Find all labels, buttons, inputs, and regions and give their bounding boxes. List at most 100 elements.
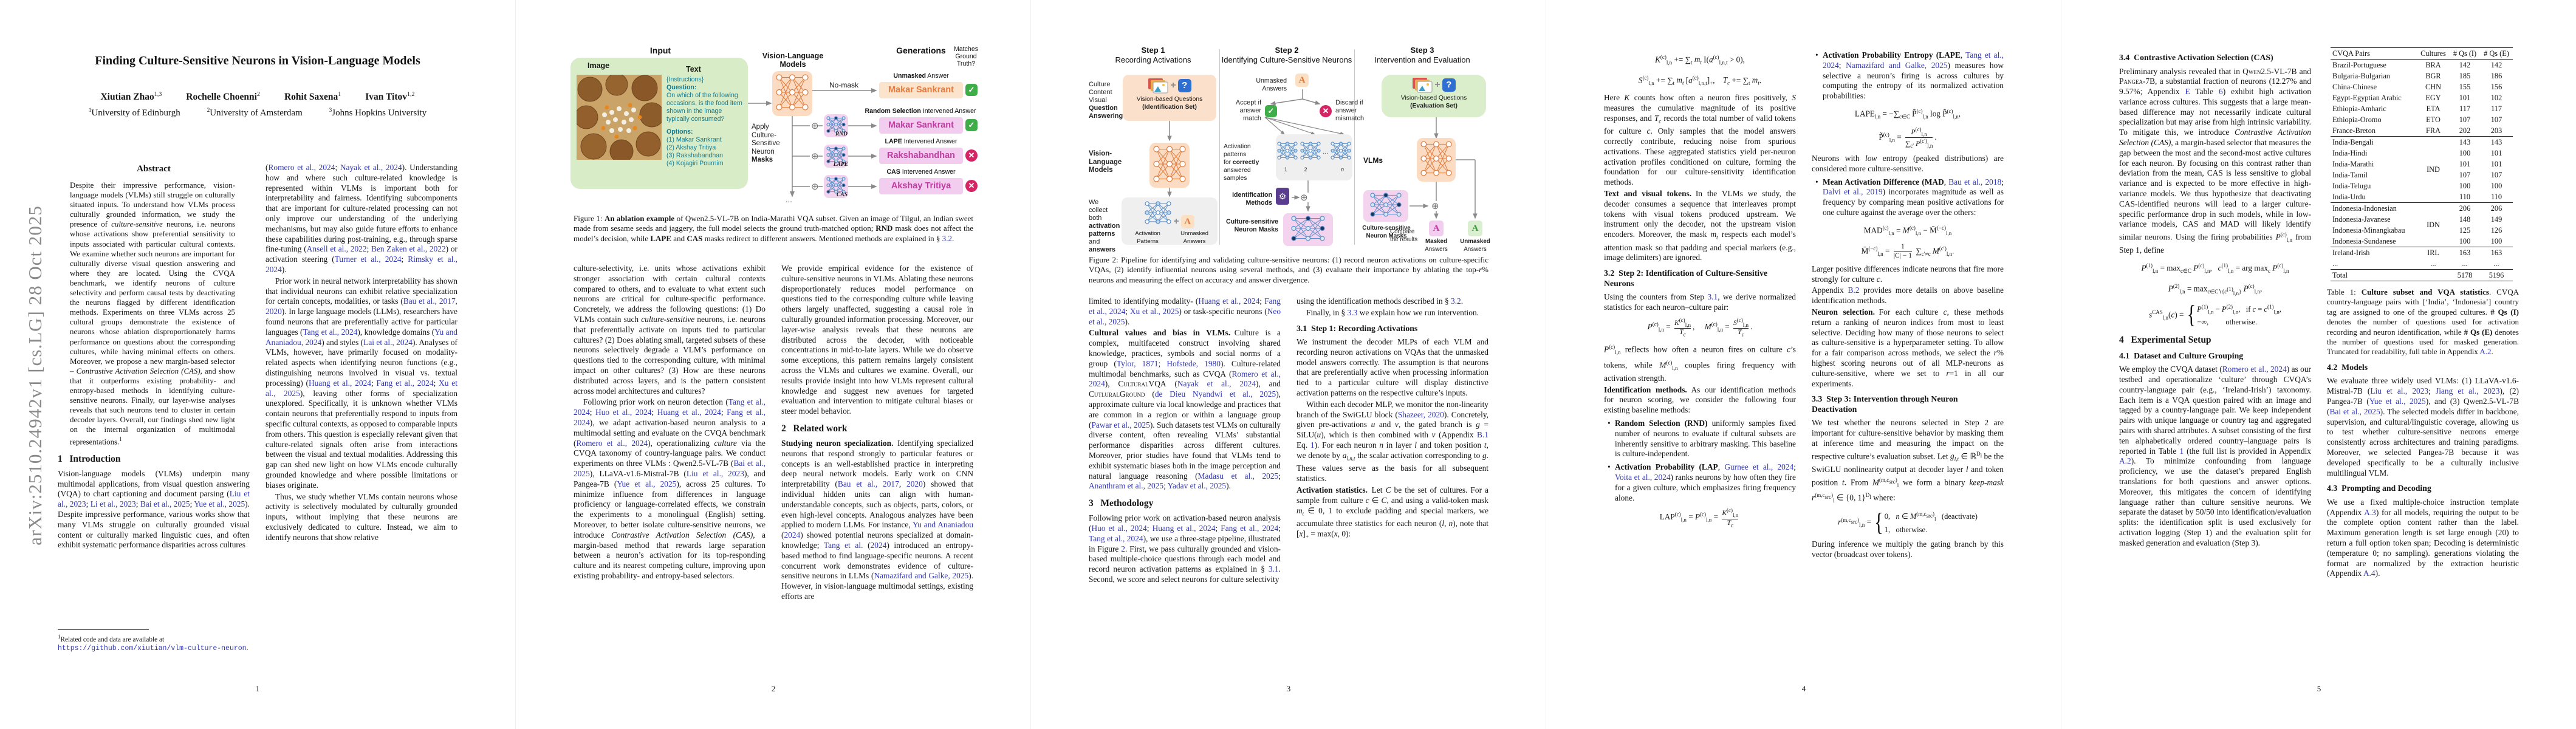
fig2-identification-set-box: +? Vision-based Questions(Identification… — [1123, 75, 1216, 121]
fig2-divider-1 — [1219, 49, 1220, 245]
network-icon — [1153, 145, 1186, 182]
fig2-evaluation-set-box: +? Vision-based Questions(Evaluation Set… — [1382, 75, 1486, 117]
fig1-option: (4) Kojagiri Pournim — [666, 160, 724, 167]
equation: P(2)l,n = maxc∈C∖{c(1)l,n} P(c)l,n, — [2168, 283, 2263, 296]
page-number-1: 1 — [255, 684, 260, 693]
fig1-cas-answer: Akshay Tritiya — [879, 178, 963, 194]
page-5: 3.4 Contrastive Activation Selection (CA… — [2061, 0, 2576, 729]
text-block: Neurons with low entropy (peaked distrib… — [1812, 153, 2004, 173]
equation: sCASl,n(c) = {P(1)l,n − P(2)l,n, if c = … — [2149, 301, 2281, 329]
fig2-vlms-network-icon — [1417, 138, 1456, 182]
fig1-rnd-tag: RND — [835, 131, 848, 137]
affiliation: 2University of Amsterdam — [207, 107, 303, 118]
author: Xiutian Zhao1,3 — [100, 91, 162, 103]
page3-left-column: limited to identifying modality- (Huang … — [1089, 296, 1281, 683]
text-block: Neuron selection. For each culture c, th… — [1812, 307, 2004, 388]
check-icon: ✓ — [1265, 105, 1277, 117]
author: Rohit Saxena1 — [284, 91, 341, 103]
equation: M̄(−c)l,n = 1|C| − 1 ∑c′≠c M(c′)l,n. — [1861, 243, 1954, 259]
fig1-options: (1) Makar Sankrant(2) Akshay Tritiya(3) … — [666, 136, 745, 168]
fig1-input-box: Image Text — [570, 58, 748, 189]
section-heading: 1 Introduction — [58, 453, 121, 464]
section-heading: 3.1 Step 1: Recording Activations — [1297, 323, 1418, 333]
table-header: CVQA Pairs — [2332, 49, 2370, 58]
text-block: During inference we multiply the gating … — [1812, 539, 2004, 560]
text-block: Here K counts how often a neuron fires p… — [1604, 93, 1796, 187]
text-block: Preliminary analysis revealed that in Qw… — [2119, 66, 2311, 255]
fig1-cas-mask-icon: CAS — [824, 175, 848, 198]
fig1-rnd-answer-label: Random Selection Intervened Answer — [865, 108, 976, 115]
fig1-ellipsis: ... — [786, 195, 792, 204]
figure1-caption: Figure 1: An ablation example of Qwen2.5… — [574, 214, 973, 243]
equation: MAD(c)l,n = M(c)l,n − M̄(−c)l,n — [1863, 224, 1952, 236]
page-number-3: 3 — [1286, 684, 1291, 693]
text-block: Within each decoder MLP, we monitor the … — [1297, 399, 1488, 484]
page-4: K(c)l,n += ∑t mt I(a(c)l,n,t > 0),S(c)l,… — [1546, 0, 2061, 729]
text-block: culture-selectivity, i.e. units whose ac… — [574, 264, 766, 395]
page1-left-column: Abstract Despite their impressive perfor… — [58, 163, 250, 680]
affiliation: 1University of Edinburgh — [88, 107, 180, 118]
page2-right-column: We provide empirical evidence for the ex… — [781, 264, 973, 683]
fig1-nomask-label: No-mask — [829, 81, 859, 89]
table-row: ............ — [2331, 258, 2513, 270]
network-icon — [1145, 201, 1171, 224]
section-heading: 3 Methodology — [1089, 498, 1154, 509]
affiliation: 3Johns Hopkins University — [329, 107, 427, 118]
text-block: Prior work in neural network interpretab… — [265, 276, 457, 490]
fig1-image-label: Image — [587, 61, 610, 70]
section-heading: 2 Related work — [781, 423, 848, 434]
footnote-text[interactable]: 1Related code and data are available at … — [58, 634, 248, 653]
section-heading: 3.4 Contrastive Activation Selection (CA… — [2119, 53, 2273, 62]
text-block: Table 1: Culture subset and VQA statisti… — [2327, 287, 2519, 357]
fig1-vlm-label: Vision-Language Models — [762, 52, 824, 69]
footnote-rule — [58, 629, 149, 630]
fig1-generations-label: Generations — [896, 46, 946, 55]
fig1-cas-tag: CAS — [837, 192, 848, 198]
text-block: Following prior work on activation-based… — [1089, 513, 1281, 584]
cross-icon: ✕ — [1320, 105, 1332, 117]
page2-left-column: culture-selectivity, i.e. units whose ac… — [574, 264, 766, 683]
fig1-lape-answer-label: LAPE Intervened Answer — [885, 138, 957, 145]
text-block: P(c)l,n reflects how often a neuron fire… — [1604, 343, 1796, 383]
fig1-option: (2) Akshay Tritiya — [666, 144, 716, 151]
fig1-cas-answer-label: CAS Intervened Answer — [886, 168, 956, 176]
text-block: We employ the CVQA dataset (Romero et al… — [2119, 364, 2311, 547]
fig2-oplus-2: ⊕ — [1431, 201, 1439, 211]
figure2-connectors — [1167, 89, 1478, 219]
page-2: Input Image Text — [515, 0, 1031, 729]
check-icon: ✓ — [965, 119, 978, 131]
fig1-lape-answer: Rakshabandhan — [879, 148, 963, 164]
image-stack-icon — [1413, 78, 1433, 93]
text-block: Activation statistics. Let C be the set … — [1297, 485, 1488, 540]
section-heading: 4.1 Dataset and Culture Grouping — [2119, 351, 2244, 360]
fig1-instructions: {Instructions} — [666, 76, 704, 83]
equation: r(m,csrc)l,n = {0, n ∈ M(m,csrc)l (deact… — [1838, 508, 1978, 537]
text-block: We instrument the decoder MLPs of each V… — [1297, 337, 1488, 398]
fig2-activation-patterns-label: Activation Patterns — [1135, 230, 1160, 245]
fig1-vlm-network-icon — [772, 71, 812, 116]
fig1-oplus-lape: ⊕ — [811, 151, 819, 162]
cross-icon: ✕ — [965, 149, 978, 162]
text-block: Identification methods. As our identific… — [1604, 385, 1796, 415]
fig2-cs-mask-icon — [1283, 213, 1333, 246]
